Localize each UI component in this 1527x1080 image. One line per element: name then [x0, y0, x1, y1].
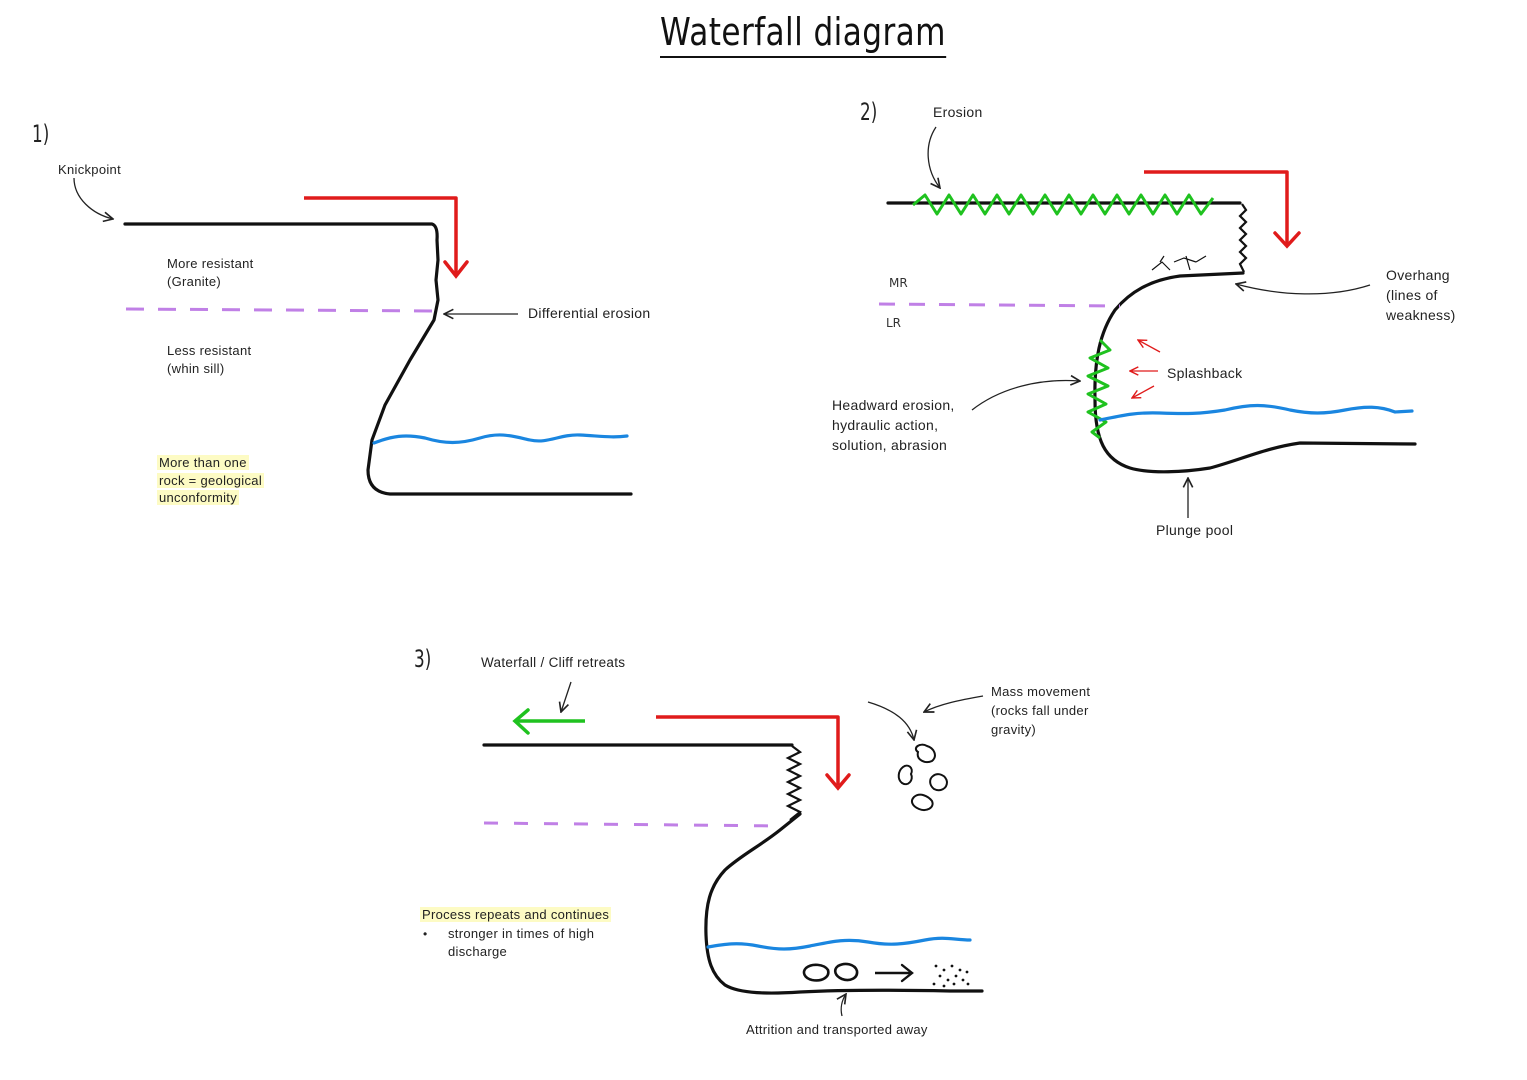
- step3-jagged-face: [785, 745, 803, 821]
- step2-number: 2): [860, 98, 878, 126]
- step3-rock-boundary: [483, 821, 783, 828]
- falling-rock-3: [929, 773, 949, 792]
- pool-rock-2: [833, 962, 859, 982]
- step1-flow-arrow: [304, 196, 458, 274]
- step2-drawing: [878, 126, 1417, 518]
- geological-note: More than one rock = geological unconfor…: [157, 455, 265, 505]
- overhang-label: Overhang (lines of weakness): [1386, 267, 1456, 323]
- headward-erosion-label: Headward erosion, hydraulic action, solu…: [832, 397, 955, 453]
- knickpoint-label: Knickpoint: [58, 162, 121, 177]
- erosion-zigzag-top: [912, 193, 1215, 216]
- erosion-pointer: [927, 126, 940, 188]
- retreat-pointer: [561, 681, 572, 712]
- stronger-label: stronger in times of high discharge: [448, 926, 595, 959]
- splashback-arrow-3: [1132, 385, 1155, 398]
- differential-erosion-label: Differential erosion: [528, 305, 651, 321]
- step1-water-surface: [372, 433, 629, 445]
- mass-movement-pointer-in: [867, 701, 914, 740]
- erosion-label: Erosion: [933, 104, 983, 120]
- retreats-label: Waterfall / Cliff retreats: [481, 655, 626, 670]
- step2-flow-arrow: [1144, 170, 1289, 244]
- diagram-title: Waterfall diagram: [660, 10, 946, 58]
- process-repeats-label: Process repeats and continues: [420, 907, 612, 922]
- knickpoint-pointer: [73, 177, 113, 219]
- splashback-arrow-1: [1138, 340, 1161, 353]
- step2-overhang-pool: [1093, 271, 1417, 474]
- step2-rock-boundary: [878, 302, 1121, 308]
- step2-jagged-face: [1238, 203, 1248, 273]
- headward-pointer: [971, 380, 1080, 411]
- step1-number: 1): [32, 120, 50, 148]
- mr-label: MR: [889, 276, 908, 290]
- splashback-label: Splashback: [1167, 365, 1243, 381]
- step3-number: 3): [414, 645, 432, 673]
- attrition-label: Attrition and transported away: [746, 1022, 928, 1037]
- erosion-zigzag-face: [1086, 338, 1112, 440]
- step3-water-surface: [706, 936, 972, 951]
- crack-marks: [1151, 255, 1207, 271]
- step3-flow-arrow: [656, 715, 840, 785]
- sediment-dots: [932, 964, 970, 988]
- lr-label: LR: [886, 316, 902, 330]
- step1-rock-boundary: [125, 307, 433, 313]
- step3-drawing: [482, 681, 984, 1017]
- plunge-pool-label: Plunge pool: [1156, 522, 1234, 538]
- bullet-icon: •: [423, 927, 428, 941]
- step3-cliff-pool: [704, 812, 984, 995]
- pool-rock-1: [802, 963, 830, 982]
- falling-rock-2: [897, 764, 913, 786]
- less-resistant-label: Less resistant (whin sill): [167, 343, 252, 376]
- overhang-pointer: [1236, 284, 1371, 295]
- attrition-pointer: [841, 994, 846, 1017]
- more-resistant-label: More resistant (Granite): [167, 256, 254, 289]
- falling-rock-1: [914, 743, 936, 763]
- falling-rock-4: [910, 793, 934, 811]
- step2-water-surface: [1098, 403, 1414, 422]
- mass-movement-pointer-out: [924, 695, 984, 712]
- mass-movement-label: Mass movement (rocks fall under gravity): [991, 684, 1091, 737]
- step1-drawing: [73, 177, 633, 496]
- step1-cliff-line: [123, 222, 633, 496]
